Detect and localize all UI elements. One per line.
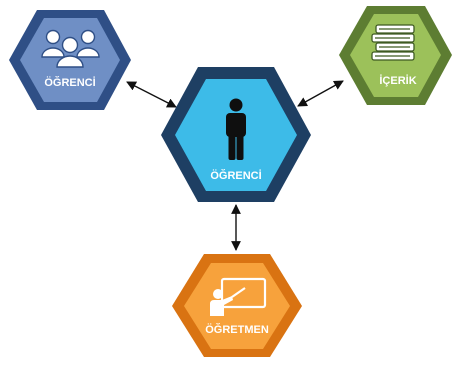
stack-of-books-icon: [371, 24, 415, 61]
node-student-center[interactable]: ÖĞRENCİ: [161, 67, 311, 202]
teacher-figure: [210, 289, 233, 316]
person-icon: [226, 98, 246, 160]
node-label: ÖĞRENCİ: [210, 169, 261, 182]
node-label: İÇERİK: [379, 74, 416, 87]
connector-right-center: [297, 80, 344, 107]
node-content[interactable]: İÇERİK: [339, 6, 452, 105]
node-label: ÖĞRETMEN: [205, 323, 269, 336]
node-teacher[interactable]: ÖĞRETMEN: [172, 254, 302, 357]
group-of-people-icon: [41, 29, 100, 68]
node-label: ÖĞRENCİ: [44, 76, 95, 89]
connector-left-center: [126, 81, 177, 108]
node-students-group[interactable]: ÖĞRENCİ: [9, 10, 131, 110]
